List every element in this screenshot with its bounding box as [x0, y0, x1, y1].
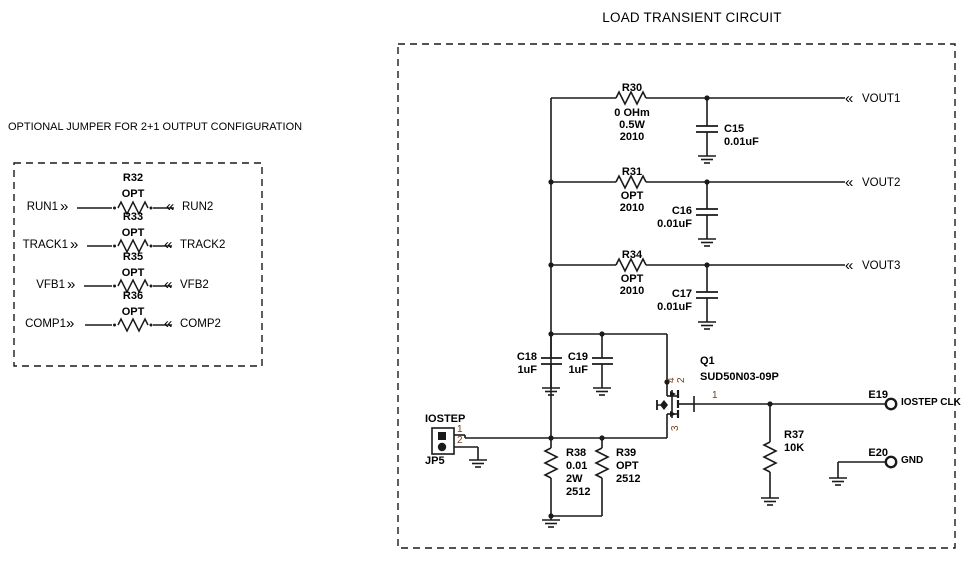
connector-jp5-symbol — [431, 427, 488, 468]
ref-jp5: JP5 — [425, 455, 445, 467]
ref-r37: R37 — [784, 429, 805, 441]
ref-r30: R30 — [621, 82, 643, 94]
port-chevron-comp1-icon: » — [66, 315, 75, 332]
value-r37: 10K — [784, 442, 805, 454]
r39-branch — [594, 438, 610, 516]
jumper-net-comp1: COMP1 — [25, 318, 66, 330]
pin-jp5-2: 2 — [457, 435, 463, 446]
connector-label-iostep: IOSTEP — [425, 413, 466, 425]
value-c18: 1uF — [517, 364, 537, 376]
part-q1: SUD50N03-09P — [700, 371, 779, 383]
port-chevron-track1-icon: » — [70, 236, 79, 253]
ref-r38: R38 — [566, 447, 587, 459]
jumper-panel-caption: OPTIONAL JUMPER FOR 2+1 OUTPUT CONFIGURA… — [8, 121, 303, 133]
r37-branch — [760, 401, 780, 506]
jumper-ref-r36: R36 — [122, 290, 144, 302]
value-c17: 0.01uF — [657, 301, 692, 313]
net-vout3: VOUT3 — [862, 260, 901, 272]
ref-e20: E20 — [868, 447, 888, 459]
ref-r39: R39 — [616, 447, 637, 459]
load-transient-border — [397, 43, 956, 549]
value-r34-line1: OPT — [620, 273, 644, 285]
ref-c16: C16 — [671, 205, 692, 217]
bypass-cap-group — [541, 331, 668, 396]
ref-r31: R31 — [621, 166, 643, 178]
value-r31-line2: 2010 — [619, 202, 645, 214]
value-c15: 0.01uF — [724, 136, 759, 148]
value-r38-line1: 0.01 — [566, 460, 588, 472]
pin-q1-2: 2 — [676, 377, 687, 383]
port-chevron-track2-icon: « — [164, 236, 173, 253]
port-chevron-vfb1-icon: » — [67, 276, 76, 293]
value-r30-line2: 0.5W — [619, 119, 645, 131]
jumper-net-vfb1: VFB1 — [36, 279, 65, 291]
value-r31-line1: OPT — [620, 190, 644, 202]
jumper-net-run2: RUN2 — [182, 201, 214, 213]
source-rail — [465, 435, 667, 441]
ref-c18: C18 — [516, 351, 537, 363]
jumper-row-4 — [85, 317, 172, 333]
ref-q1: Q1 — [700, 355, 715, 367]
bottom-ground-rail — [541, 513, 602, 528]
value-r30-line3: 2010 — [619, 131, 645, 143]
value-c16: 0.01uF — [657, 218, 692, 230]
ref-c19: C19 — [567, 351, 588, 363]
value-r38-line3: 2512 — [566, 486, 591, 498]
output-row-2 — [548, 174, 845, 247]
mosfet-q1-symbol — [656, 379, 770, 438]
jumper-net-comp2: COMP2 — [180, 318, 221, 330]
jumper-value-r33: OPT — [121, 227, 145, 239]
port-chevron-comp2-icon: « — [164, 315, 173, 332]
net-iostep-clk: IOSTEP CLK — [901, 397, 961, 408]
jumper-ref-r33: R33 — [122, 211, 144, 223]
output-row-1 — [551, 90, 845, 164]
pin-q1-1: 1 — [712, 390, 718, 401]
diagram-title: LOAD TRANSIENT CIRCUIT — [602, 10, 782, 25]
jumper-row-3 — [84, 278, 172, 294]
pin-jp5-1: 1 — [457, 424, 463, 435]
port-chevron-vfb2-icon: « — [164, 276, 173, 293]
jumper-net-vfb2: VFB2 — [180, 279, 209, 291]
jumper-value-r32: OPT — [121, 188, 145, 200]
jumper-value-r35: OPT — [121, 267, 145, 279]
jumper-panel-border — [13, 162, 263, 367]
ref-e19: E19 — [868, 389, 888, 401]
terminal-e20 — [828, 455, 898, 486]
ref-c17: C17 — [671, 288, 692, 300]
value-r34-line2: 2010 — [619, 285, 645, 297]
jumper-value-r36: OPT — [121, 306, 145, 318]
jumper-ref-r32: R32 — [122, 172, 144, 184]
port-chevron-vout1-icon: « — [845, 90, 854, 107]
ref-r34: R34 — [621, 249, 643, 261]
port-chevron-run2-icon: « — [166, 198, 175, 215]
output-row-3 — [548, 257, 845, 330]
value-r39-line1: OPT — [616, 460, 639, 472]
jumper-net-run1: RUN1 — [26, 201, 58, 213]
value-r38-line2: 2W — [566, 473, 583, 485]
jumper-net-track2: TRACK2 — [180, 239, 226, 251]
jumper-row-1 — [77, 200, 174, 216]
value-c19: 1uF — [568, 364, 588, 376]
jumper-net-track1: TRACK1 — [22, 239, 68, 251]
pin-q1-3: 3 — [670, 425, 681, 431]
ref-c15: C15 — [724, 123, 745, 135]
r38-branch — [543, 438, 559, 516]
port-chevron-vout2-icon: « — [845, 174, 854, 191]
net-gnd: GND — [901, 455, 924, 466]
jumper-row-2 — [87, 238, 172, 254]
value-r39-line2: 2512 — [616, 473, 641, 485]
terminal-e19 — [770, 397, 898, 411]
net-vout1: VOUT1 — [862, 93, 901, 105]
net-vout2: VOUT2 — [862, 177, 901, 189]
port-chevron-vout3-icon: « — [845, 257, 854, 274]
value-r30-line1: 0 OHm — [614, 107, 650, 119]
jumper-ref-r35: R35 — [122, 251, 144, 263]
port-chevron-run1-icon: » — [60, 198, 69, 215]
